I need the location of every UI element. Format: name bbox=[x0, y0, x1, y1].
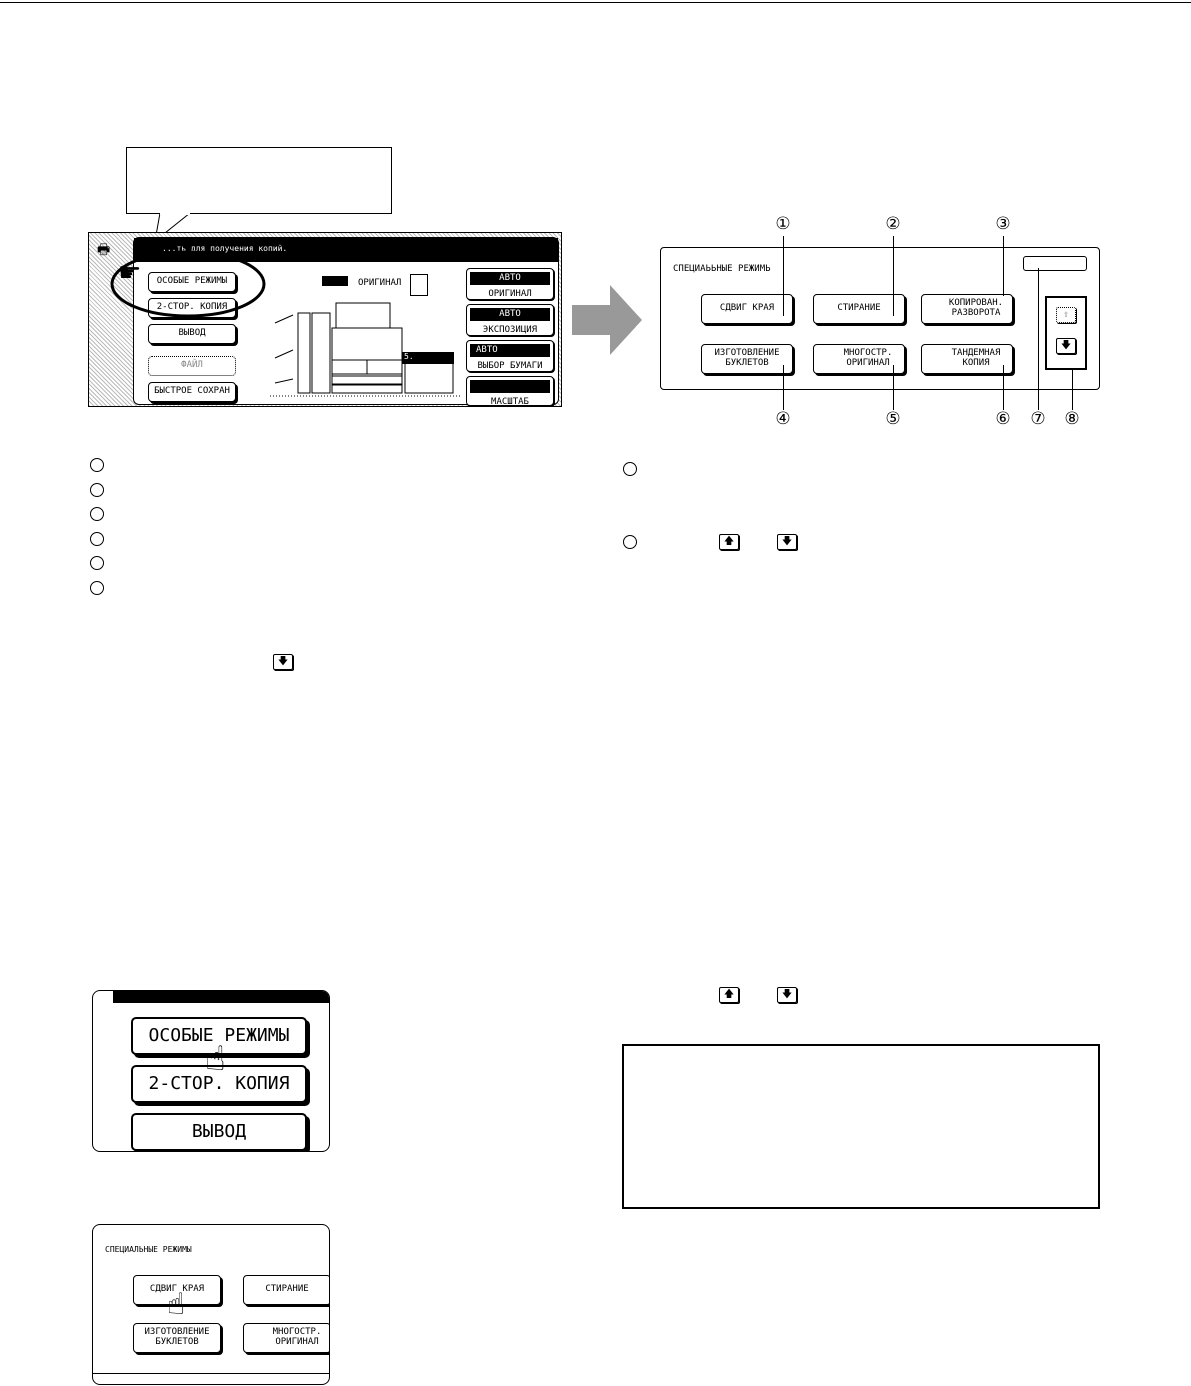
tandem-copy-button[interactable]: ТАНДЕМНАЯ КОПИЯ bbox=[921, 344, 1013, 374]
list-bullet bbox=[623, 462, 637, 476]
zoom-button[interactable]: МАСШТАБ bbox=[466, 376, 554, 407]
job-build-button[interactable]: МНОГОСТР. ОРИГИНАЛ bbox=[243, 1323, 329, 1353]
original-page-icon bbox=[410, 274, 428, 296]
callout-2: ② bbox=[885, 214, 901, 234]
list-bullet bbox=[90, 532, 104, 546]
file-button[interactable]: ФАЙЛ bbox=[148, 356, 236, 376]
output-button[interactable]: ВЫВОД bbox=[148, 324, 236, 344]
highlight-ellipse bbox=[110, 250, 266, 318]
quick-file-button[interactable]: БЫСТРОЕ СОХРАН bbox=[148, 382, 236, 402]
special-modes-screen: СПЕЦИАЬЬНЫЕ РЕЖИМЬ СДВИГ КРАЯ СТИРАНИЕ К… bbox=[660, 247, 1100, 390]
screen-bottom-rule bbox=[93, 1373, 329, 1374]
callout-5: ⑤ bbox=[885, 409, 901, 429]
tray-indicator: 5. bbox=[402, 352, 454, 364]
original-auto: АВТО bbox=[470, 272, 550, 285]
screen-inner: ...ть для получения копий. ОСОБЫЕ РЕЖИМЫ… bbox=[133, 237, 559, 407]
callout-3: ③ bbox=[995, 214, 1011, 234]
pamphlet-copy-button[interactable]: ИЗГОТОВЛЕНИЕ БУКЛЕТОВ bbox=[133, 1323, 221, 1353]
leader-line bbox=[893, 365, 894, 410]
erase-button[interactable]: СТИРАНИЕ bbox=[243, 1275, 329, 1305]
list-bullet bbox=[90, 581, 104, 595]
original-label: ОРИГИНАЛ bbox=[488, 289, 532, 299]
callout-box bbox=[126, 147, 392, 214]
leader-line bbox=[783, 236, 784, 316]
exposure-auto: АВТО bbox=[470, 308, 550, 321]
step-illustration-1: ОСОБЫЕ РЕЖИМЫ 2-СТОР. КОПИЯ ВЫВОД ☝ bbox=[92, 990, 330, 1152]
step-illustration-2: СПЕЦИАЛЬНЫЕ РЕЖИМЫ СДВИГ КРАЯ СТИРАНИЕ И… bbox=[92, 1224, 330, 1385]
zoom-value bbox=[470, 380, 550, 393]
list-bullet bbox=[90, 556, 104, 570]
screen-title: СПЕЦИАЛЬНЫЕ РЕЖИМЫ bbox=[105, 1245, 192, 1254]
up-arrow-key-icon: 🡅 bbox=[719, 534, 739, 550]
zoom-label: МАСШТАБ bbox=[491, 397, 529, 407]
header-rule bbox=[0, 2, 1191, 3]
scroll-up-key-icon[interactable]: ⇧ bbox=[1056, 307, 1076, 323]
main-copy-screen: 🖶 ...ть для получения копий. ОСОБЫЕ РЕЖИ… bbox=[88, 232, 562, 407]
callout-7: ⑦ bbox=[1030, 409, 1046, 429]
special-modes-button[interactable]: ОСОБЫЕ РЕЖИМЫ bbox=[148, 272, 236, 292]
pointing-hand-icon: ☝ bbox=[167, 1287, 186, 1322]
up-arrow-key-icon: 🡅 bbox=[719, 987, 739, 1003]
list-bullet bbox=[90, 507, 104, 521]
note-box bbox=[622, 1044, 1100, 1209]
margin-shift-button[interactable]: СДВИГ КРАЯ bbox=[133, 1275, 221, 1305]
list-bullet bbox=[623, 535, 637, 549]
screen-top-bar bbox=[113, 991, 329, 1003]
right-arrow-icon bbox=[572, 285, 642, 355]
original-feed-icon bbox=[322, 276, 348, 286]
leader-line bbox=[893, 236, 894, 316]
original-label: ОРИГИНАЛ bbox=[358, 278, 402, 288]
leader-line bbox=[1038, 268, 1039, 410]
leader-line bbox=[1003, 236, 1004, 296]
dual-page-copy-button[interactable]: КОПИРОВАН. РАЗВОРОТА bbox=[921, 294, 1013, 324]
special-modes-button[interactable]: ОСОБЫЕ РЕЖИМЫ bbox=[131, 1017, 307, 1055]
pamphlet-copy-button[interactable]: ИЗГОТОВЛЕНИЕ БУКЛЕТОВ bbox=[701, 344, 793, 374]
list-bullet bbox=[90, 458, 104, 472]
paper-auto: АВТО bbox=[470, 344, 550, 357]
copier-illustration bbox=[270, 302, 460, 397]
scroll-down-key-icon[interactable]: 🡇 bbox=[1056, 338, 1076, 354]
original-button[interactable]: АВТО ОРИГИНАЛ bbox=[466, 268, 554, 300]
exposure-button[interactable]: АВТО ЭКСПОЗИЦИЯ bbox=[466, 304, 554, 336]
paper-select-button[interactable]: АВТО ВЫБОР БУМАГИ bbox=[466, 340, 554, 372]
callout-1: ① bbox=[775, 214, 791, 234]
paper-label: ВЫБОР БУМАГИ bbox=[477, 361, 543, 371]
leader-line bbox=[783, 365, 784, 410]
pointing-hand-icon: ☝ bbox=[205, 1039, 226, 1079]
callout-4: ④ bbox=[775, 409, 791, 429]
margin-shift-button[interactable]: СДВИГ КРАЯ bbox=[701, 294, 793, 324]
down-arrow-key-icon: 🡇 bbox=[777, 987, 797, 1003]
printer-icon: 🖶 bbox=[97, 242, 111, 258]
list-bullet bbox=[90, 483, 104, 497]
screen-title: СПЕЦИАЬЬНЫЕ РЕЖИМЬ bbox=[673, 264, 771, 274]
output-button[interactable]: ВЫВОД bbox=[131, 1113, 307, 1151]
erase-button[interactable]: СТИРАНИЕ bbox=[813, 294, 905, 324]
pointing-hand-icon: ☛ bbox=[118, 258, 142, 288]
down-arrow-key-icon: 🡇 bbox=[273, 654, 293, 670]
exposure-label: ЭКСПОЗИЦИЯ bbox=[482, 325, 538, 335]
down-arrow-key-icon: 🡇 bbox=[777, 534, 797, 550]
ok-button[interactable] bbox=[1023, 256, 1087, 271]
job-build-button[interactable]: МНОГОСТР. ОРИГИНАЛ bbox=[813, 344, 905, 374]
leader-line bbox=[1003, 365, 1004, 410]
duplex-copy-button[interactable]: 2-СТОР. КОПИЯ bbox=[131, 1065, 307, 1103]
status-message: ...ть для получения копий. bbox=[134, 238, 558, 262]
callout-8: ⑧ bbox=[1064, 409, 1080, 429]
leader-line bbox=[1072, 370, 1073, 410]
callout-6: ⑥ bbox=[995, 409, 1011, 429]
scroll-keys: ⇧ 🡇 bbox=[1045, 296, 1087, 370]
